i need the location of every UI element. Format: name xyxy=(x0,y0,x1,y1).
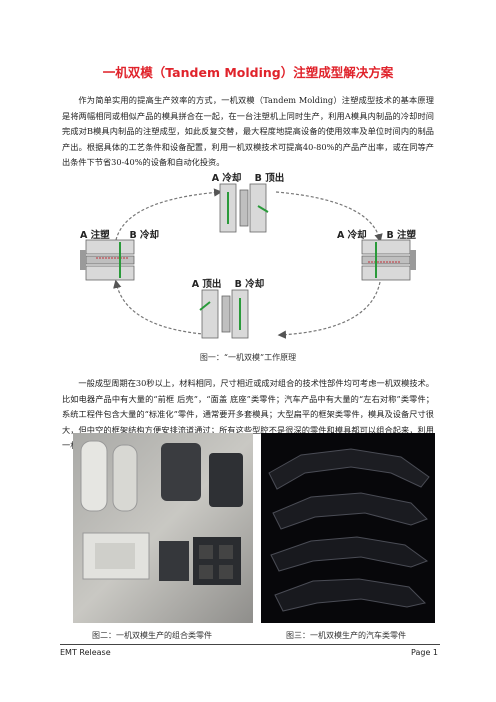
footer-release: EMT Release xyxy=(60,648,111,657)
diagram-label-bottom: A 顶出 B 冷却 xyxy=(192,278,264,290)
footer-divider xyxy=(60,644,440,645)
cycle-arrow-bottom-left xyxy=(113,279,217,336)
cycle-arrow-left-top xyxy=(115,188,223,241)
automotive-parts-photo xyxy=(261,433,435,623)
figure1-caption: 图一：“一机双模”工作原理 xyxy=(199,353,297,362)
cycle-arrow-right-bottom xyxy=(277,281,381,339)
mold-unit-right xyxy=(361,239,416,281)
diagram-label-left: A 注塑 B 冷却 xyxy=(80,229,159,241)
diagram-label-right: A 冷却 B 注塑 xyxy=(337,229,416,241)
tandem-molding-diagram: A 冷却 B 顶出 A 注塑 B 冷却 A 冷却 B 注塑 A 顶出 B 冷却 xyxy=(80,172,416,339)
document-title: 一机双模（Tandem Molding）注塑成型解决方案 xyxy=(102,65,394,80)
intro-paragraph: 作为简单实用的提高生产效率的方式，一机双模（Tandem Molding）注塑成… xyxy=(62,95,434,168)
diagram-label-top: A 冷却 B 顶出 xyxy=(212,172,284,184)
combined-parts-photo xyxy=(73,433,253,623)
mold-unit-left xyxy=(80,239,135,281)
cycle-arrow-top-right xyxy=(275,191,383,243)
footer-page-number: Page 1 xyxy=(411,648,438,657)
mold-unit-top xyxy=(219,183,269,233)
figure2-caption: 图二：一机双模生产的组合类零件 xyxy=(92,631,212,640)
mold-unit-bottom xyxy=(199,289,249,339)
figure3-caption: 图三：一机双模生产的汽车类零件 xyxy=(286,631,406,640)
